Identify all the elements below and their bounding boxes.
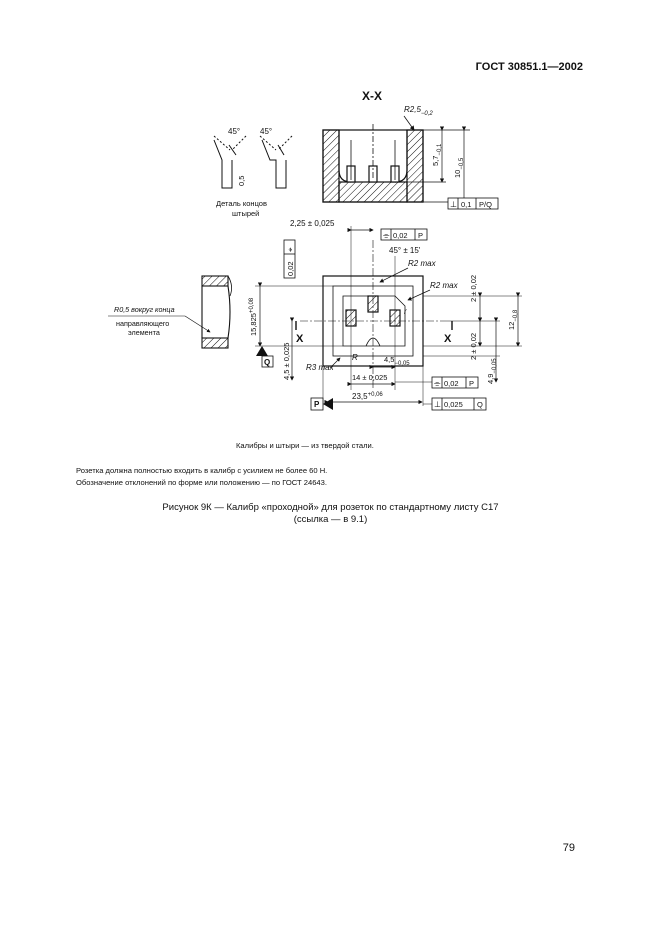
svg-text:0,02: 0,02 xyxy=(444,379,459,388)
dim-10: 10−0,5 xyxy=(453,157,465,178)
angle-label-2: 45° xyxy=(260,127,272,136)
standard-header: ГОСТ 30851.1—2002 xyxy=(475,61,583,73)
note-2: Обозначение отклонений по форме или поло… xyxy=(76,478,327,487)
caption-line-2: (ссылка — в 9.1) xyxy=(293,514,368,525)
gtol-frame-3 xyxy=(431,376,479,389)
dim-12: 12−0,8 xyxy=(507,309,519,330)
svg-text:⌖: ⌖ xyxy=(286,247,295,252)
dim-15-825: 15,825+0,08 xyxy=(249,297,258,336)
figure-caption: Рисунок 9К — Калибр «проходной» для розе… xyxy=(0,502,661,526)
section-mark-left: X xyxy=(296,333,304,345)
section-mark-right: X xyxy=(444,333,452,345)
svg-text:Q: Q xyxy=(264,358,270,367)
r05-label: R0,5 вокруг конца xyxy=(114,305,175,314)
svg-text:P: P xyxy=(314,400,320,409)
technical-drawing: X-X 45° 45° 0,5 Деталь концов штырей R2,… xyxy=(108,89,522,411)
svg-text:⊥: ⊥ xyxy=(450,200,457,209)
dim-4-9: 4,9−0,05 xyxy=(486,358,498,384)
svg-text:P: P xyxy=(469,379,474,388)
dim-4-5: 4,5 ± 0,025 xyxy=(282,343,291,380)
gtol-frame-2 xyxy=(380,228,428,241)
dim-23-5: 23,5+0,06 xyxy=(352,392,383,401)
svg-text:0,025: 0,025 xyxy=(444,400,463,409)
r05-label-2: направляющего xyxy=(116,319,169,328)
radius-top-label: R2,5−0,2 xyxy=(404,105,433,117)
pin-tip-dim: 0,5 xyxy=(237,176,246,186)
svg-text:0,1: 0,1 xyxy=(461,200,471,209)
gtol-position xyxy=(283,239,296,279)
gtol-frame-1 xyxy=(447,197,499,210)
detail-caption-1: Деталь концов xyxy=(216,199,267,208)
dim-2-25: 2,25 ± 0,025 xyxy=(290,219,335,228)
svg-text:⌯: ⌯ xyxy=(434,379,441,388)
datum-p xyxy=(310,397,324,411)
svg-text:⌯: ⌯ xyxy=(383,231,390,240)
caption-line-1: Рисунок 9К — Калибр «проходной» для розе… xyxy=(162,502,499,513)
r2max-2: R2 max xyxy=(430,281,459,290)
r-small-2: R xyxy=(352,353,358,362)
angle-label-1: 45° xyxy=(228,127,240,136)
plan-view xyxy=(300,226,446,390)
note-1: Розетка должна полностью входить в калиб… xyxy=(76,466,328,475)
guide-element-detail xyxy=(201,275,232,349)
section-title: X-X xyxy=(362,89,382,103)
r-small: r xyxy=(404,307,407,316)
angle-45-15: 45° ± 15' xyxy=(389,246,421,255)
r3max: R3 max xyxy=(306,363,335,372)
page-number: 79 xyxy=(562,842,575,854)
svg-text:P/Q: P/Q xyxy=(479,200,492,209)
dim-2-b: 2 ± 0,02 xyxy=(469,333,478,360)
svg-text:⊥: ⊥ xyxy=(434,400,441,409)
material-note: Калибры и штыри — из твердой стали. xyxy=(236,441,374,450)
section-body xyxy=(322,124,424,203)
pin-tip-detail xyxy=(213,135,293,189)
detail-caption-2: штырей xyxy=(232,209,259,218)
svg-text:Q: Q xyxy=(477,400,483,409)
dim-14: 14 ± 0,025 xyxy=(352,373,387,382)
dim-2-a: 2 ± 0,02 xyxy=(469,275,478,302)
svg-text:P: P xyxy=(418,231,423,240)
dim-5-7: 5,7−0,1 xyxy=(431,143,443,166)
dim-4-5-b: 4,5−0,05 xyxy=(384,355,410,367)
r05-label-3: элемента xyxy=(128,328,160,337)
r2max-1: R2 max xyxy=(408,259,437,268)
datum-q xyxy=(261,355,274,368)
svg-text:0,02: 0,02 xyxy=(393,231,408,240)
svg-text:0,02: 0,02 xyxy=(286,261,295,276)
